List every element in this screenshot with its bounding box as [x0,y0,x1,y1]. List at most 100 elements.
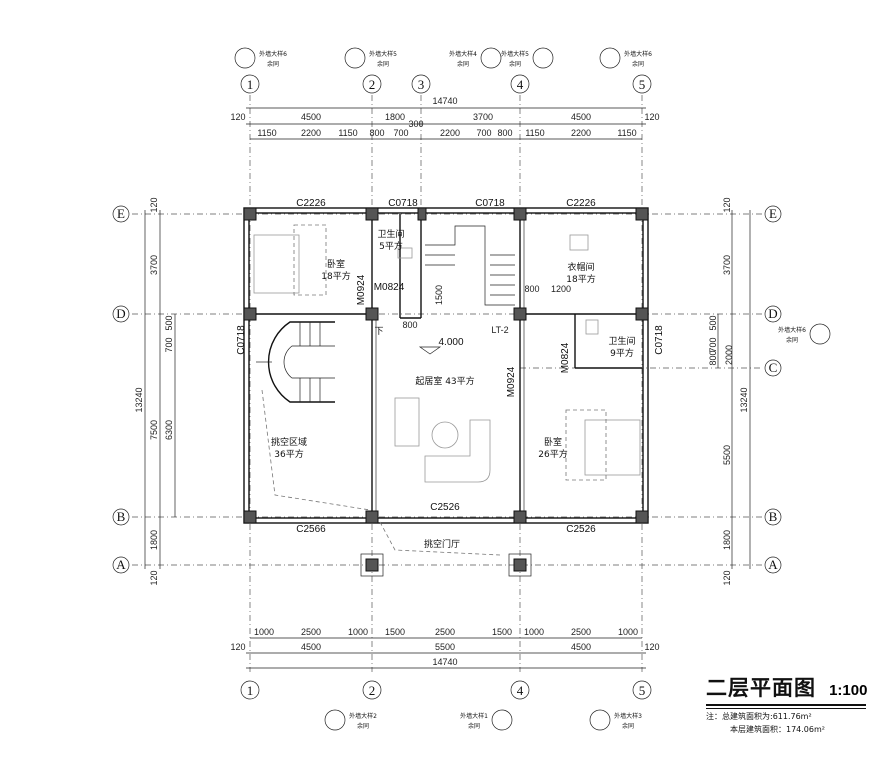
room-name: 卫生间 [377,228,404,240]
callout-sub: 余同 [457,60,469,68]
total-area-note: 注：总建筑面积为:611.76m² [706,712,812,721]
axis-bubble [632,680,652,700]
detail-callout-bubble [491,709,513,731]
dimension-text: 500 [164,315,174,330]
detail-callout-bubble [809,323,831,345]
dimension-text: 1000 [524,627,544,637]
columns [243,207,649,577]
room-area: 9平方 [610,347,634,359]
dimension-text: 800 [402,320,417,330]
dimension-text: 2500 [301,627,321,637]
window-door-tag: M0924 [356,274,367,305]
axis-bubble [112,305,130,323]
axis-bubble [764,305,782,323]
room-name: 挑空门厅 [424,538,460,550]
axis-bubble [764,556,782,574]
detail-callout-bubble [589,709,611,731]
axis-bubble [411,74,431,94]
axis-bubble [632,74,652,94]
dimension-text: 1150 [525,128,544,138]
callout-sub: 余同 [509,60,521,68]
room-area: 18平方 [321,270,350,282]
dimension-text: 1000 [348,627,368,637]
axis-bubble [362,680,382,700]
detail-callout-bubble [234,47,256,69]
window-door-tag: C2226 [566,198,596,209]
axis-bubble [764,205,782,223]
drawing-scale: 1:100 [829,682,868,699]
dimension-text: 2000 [724,345,734,365]
dimension-text: 2500 [435,627,455,637]
dimension-text: 700 [476,128,491,138]
dimension-text: 120 [149,570,159,585]
callout-label: 外墙大样1 [460,712,488,720]
axis-bubble [112,205,130,223]
callout-sub: 余同 [468,722,480,730]
stair-down-label: 下 [374,327,383,337]
dimension-text: 1150 [617,128,636,138]
callout-sub: 余同 [622,722,634,730]
axis-label-left: D [116,306,125,321]
walls [243,207,649,524]
callout-sub: 余同 [786,336,798,344]
dimension-text: 1800 [385,112,405,122]
callout-label: 外墙大样5 [501,50,529,58]
axis-label-top: 5 [639,77,646,92]
dimension-text: 120 [230,642,245,652]
dimension-text: 14740 [432,657,457,667]
axis-label-bottom: 4 [517,683,524,698]
window-door-tag: C2526 [430,502,460,513]
dimension-text: 120 [230,112,245,122]
axis-label-right: C [769,360,778,375]
axis-label-right: E [769,206,777,221]
straight-staircase [418,225,515,355]
detail-callout-bubble [532,47,554,69]
callout-label: 外墙大样6 [778,326,806,334]
callout-sub: 余同 [357,722,369,730]
title-underline [706,704,866,709]
callout-label: 外墙大样2 [349,712,377,720]
callout-sub: 余同 [267,60,279,68]
detail-callout-bubble [324,709,346,731]
window-door-tag: C0718 [654,325,665,355]
room-name: 挑空区域 [271,436,307,448]
room-area: 36平方 [274,448,303,460]
dimension-text: 800 [708,350,718,365]
window-door-tag: C2526 [566,524,596,535]
dimension-text: 2200 [440,128,460,138]
dimension-text: 300 [408,119,423,129]
axis-bubble [362,74,382,94]
dimension-text: 2200 [571,128,591,138]
dimension-text: 1200 [551,284,571,294]
room-name: 衣帽间 [567,261,594,273]
window-door-tag: C0718 [388,198,418,209]
axis-bubble [764,359,782,377]
dimension-text: 4500 [571,112,591,122]
plan-linework [132,95,762,672]
axis-label-left: E [117,206,125,221]
axis-label-left: B [117,509,126,524]
window-door-tag: M0824 [560,342,571,373]
dimension-text: 1800 [722,530,732,550]
axis-label-top: 3 [418,77,425,92]
window-door-tag: C0718 [475,198,505,209]
dimension-text: 500 [708,315,718,330]
dimension-text: 120 [722,570,732,585]
dimension-text: 5500 [435,642,455,652]
dimension-text: 1000 [254,627,274,637]
room-name: 卧室 [544,436,562,448]
room-area: 5平方 [379,240,403,252]
dimension-text: 1000 [618,627,638,637]
axis-label-top: 2 [369,77,376,92]
dimension-text: 6300 [164,420,174,440]
dimension-text: 700 [708,337,718,352]
dimension-text: 120 [722,197,732,212]
dimension-text: 14740 [432,96,457,106]
dimension-text: 120 [644,112,659,122]
dimension-text: 120 [644,642,659,652]
axis-label-bottom: 2 [369,683,376,698]
dimension-text: 3700 [149,255,159,275]
dimension-text: 800 [369,128,384,138]
dimension-text: 1500 [434,285,444,305]
